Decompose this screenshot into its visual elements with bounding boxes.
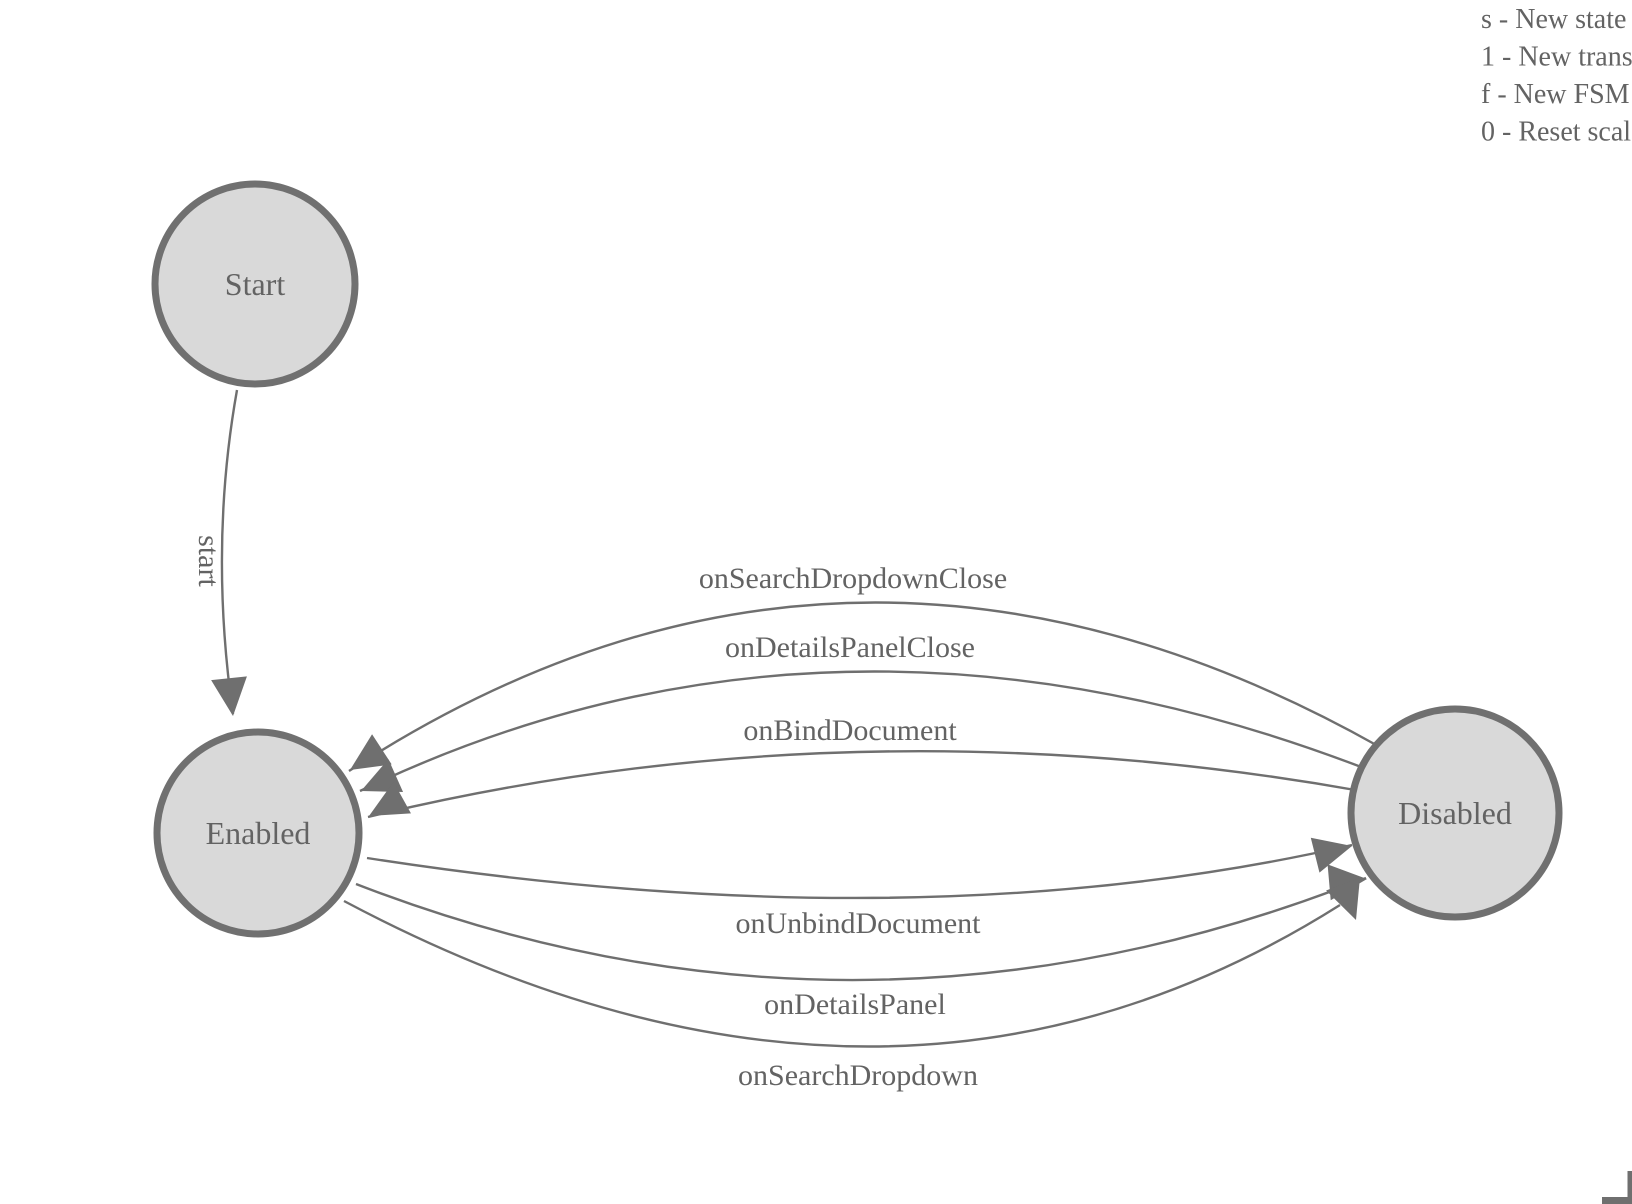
- shortcut-legend: s - New state 1 - New transition f - New…: [1481, 4, 1632, 148]
- transition-onBindDocument[interactable]: onBindDocument: [360, 714, 1362, 832]
- state-label: Enabled: [206, 815, 311, 851]
- transition-curve[interactable]: [359, 670, 1370, 793]
- transition-onUnbindDocument[interactable]: onUnbindDocument: [366, 829, 1356, 940]
- transition-label-start[interactable]: start: [192, 535, 225, 587]
- transition-curve[interactable]: [366, 843, 1353, 900]
- arrowhead-icon: [350, 734, 392, 770]
- state-circle[interactable]: [153, 728, 363, 938]
- legend-item-new-transition: 1 - New transition: [1481, 42, 1632, 73]
- arrowhead-icon: [211, 676, 247, 716]
- transition-curve[interactable]: [355, 876, 1367, 982]
- transition-start[interactable]: start: [192, 389, 251, 718]
- transition-curve[interactable]: [348, 601, 1379, 773]
- transition-label[interactable]: onUnbindDocument: [736, 907, 982, 940]
- state-circle[interactable]: [1347, 705, 1563, 921]
- transition-label[interactable]: onSearchDropdown: [738, 1059, 978, 1092]
- transition-onSearchDropdownClose[interactable]: onSearchDropdownClose: [340, 562, 1379, 785]
- transition-onSearchDropdown[interactable]: onSearchDropdown: [343, 878, 1373, 1092]
- transition-onDetailsPanel[interactable]: onDetailsPanel: [355, 861, 1369, 1021]
- transition-onDetailsPanelClose[interactable]: onDetailsPanelClose: [354, 631, 1370, 807]
- transition-label[interactable]: onDetailsPanelClose: [725, 631, 975, 664]
- transition-start-curve[interactable]: [220, 389, 239, 715]
- state-label: Disabled: [1398, 795, 1512, 831]
- arrowhead-icon: [369, 781, 411, 816]
- transition-label[interactable]: onSearchDropdownClose: [699, 562, 1007, 595]
- transition-label[interactable]: onDetailsPanel: [764, 988, 946, 1021]
- transition-label[interactable]: onBindDocument: [743, 714, 957, 747]
- legend-item-new-state: s - New state: [1481, 4, 1626, 35]
- transition-curve[interactable]: [367, 749, 1362, 819]
- state-node-enabled[interactable]: Enabled: [153, 728, 363, 938]
- legend-item-new-fsm: f - New FSM: [1481, 79, 1630, 110]
- corner-mark-vertical: [1627, 1171, 1632, 1204]
- arrowhead-icon: [1326, 878, 1360, 920]
- legend-item-reset-scale: 0 - Reset scale: [1481, 117, 1632, 148]
- state-circle[interactable]: [151, 180, 359, 388]
- transition-curve[interactable]: [343, 899, 1341, 1048]
- state-node-start[interactable]: Start: [151, 180, 359, 388]
- state-node-disabled[interactable]: Disabled: [1347, 705, 1563, 921]
- state-label: Start: [225, 266, 286, 302]
- canvas-corner-mark: [1602, 1171, 1632, 1204]
- corner-mark-horizontal: [1602, 1197, 1632, 1204]
- arrowhead-icon: [1310, 837, 1352, 873]
